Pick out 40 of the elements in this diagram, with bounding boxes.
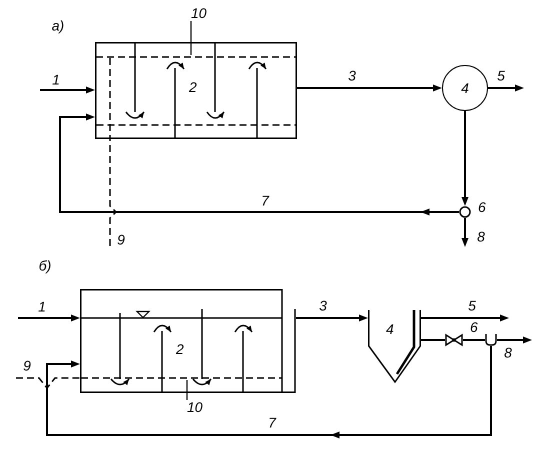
callout-number: 4 xyxy=(386,322,394,337)
edge-label: 8 xyxy=(477,230,485,244)
arrow xyxy=(296,314,368,322)
pipe-line xyxy=(421,339,445,341)
panel-label: а) xyxy=(52,18,64,34)
edge-label: 1 xyxy=(52,72,60,88)
edge-label: 1 xyxy=(38,300,46,314)
arrow xyxy=(488,84,524,92)
arrow xyxy=(497,336,532,344)
edge-label: 9 xyxy=(117,232,125,248)
arrow xyxy=(46,346,492,438)
edge-label: 7 xyxy=(268,416,276,430)
arrow xyxy=(18,314,80,322)
leader-line xyxy=(190,21,192,55)
arrow xyxy=(421,314,509,322)
edge-label: 5 xyxy=(497,68,505,84)
callout-number: 10 xyxy=(187,400,203,415)
edge-label: 3 xyxy=(319,298,327,314)
panel-label: б) xyxy=(38,258,52,274)
edge-label: 3 xyxy=(348,68,356,84)
pipe-line xyxy=(463,339,485,341)
edge-label: 5 xyxy=(468,298,476,314)
arrow xyxy=(40,86,95,94)
callout-number: 2 xyxy=(176,342,184,357)
arrow xyxy=(297,84,442,92)
dashed-line xyxy=(109,139,118,246)
edge-label: 9 xyxy=(23,358,31,374)
callout-number: 6 xyxy=(470,320,478,335)
callout-number: 4 xyxy=(461,80,469,96)
dashed-line xyxy=(16,377,81,390)
arrow xyxy=(462,111,468,206)
callout-number: 10 xyxy=(191,6,207,21)
leader-line xyxy=(186,380,188,400)
arrow xyxy=(462,218,468,247)
edge-label: 8 xyxy=(504,346,512,360)
edge-label: 7 xyxy=(261,194,269,208)
clarifier-circle xyxy=(442,65,488,111)
arrow xyxy=(59,114,459,216)
callout-number: 6 xyxy=(478,200,486,215)
callout-number: 2 xyxy=(189,80,197,95)
